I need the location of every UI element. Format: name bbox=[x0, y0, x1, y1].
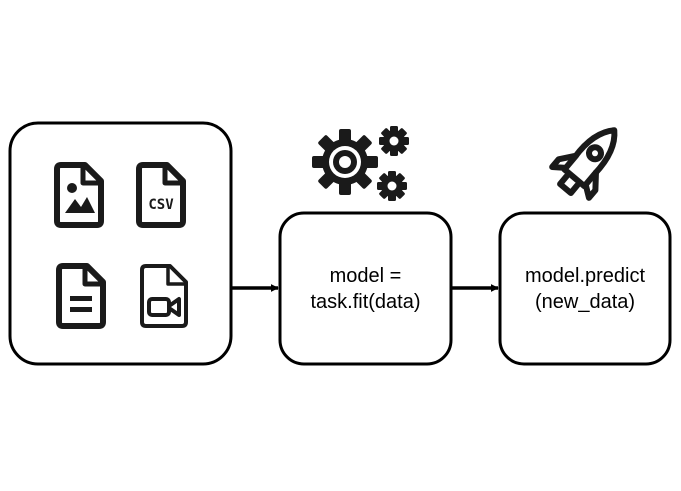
text-file-icon bbox=[56, 263, 106, 329]
predict-box: model.predict (new_data) bbox=[498, 211, 672, 366]
fit-box-line1: model = bbox=[330, 265, 402, 287]
fit-box-line2: task.fit(data) bbox=[310, 291, 420, 313]
data-box: CSV bbox=[8, 121, 233, 366]
image-file-icon bbox=[54, 162, 104, 228]
rocket-icon bbox=[549, 127, 618, 201]
predict-box-line2: (new_data) bbox=[535, 291, 635, 313]
csv-icon-label: CSV bbox=[148, 197, 174, 213]
csv-file-icon: CSV bbox=[136, 162, 186, 228]
predict-box-line1: model.predict bbox=[525, 265, 646, 287]
fit-box: model = task.fit(data) bbox=[278, 211, 453, 366]
gears-icon bbox=[312, 126, 409, 201]
video-file-icon bbox=[140, 264, 188, 328]
